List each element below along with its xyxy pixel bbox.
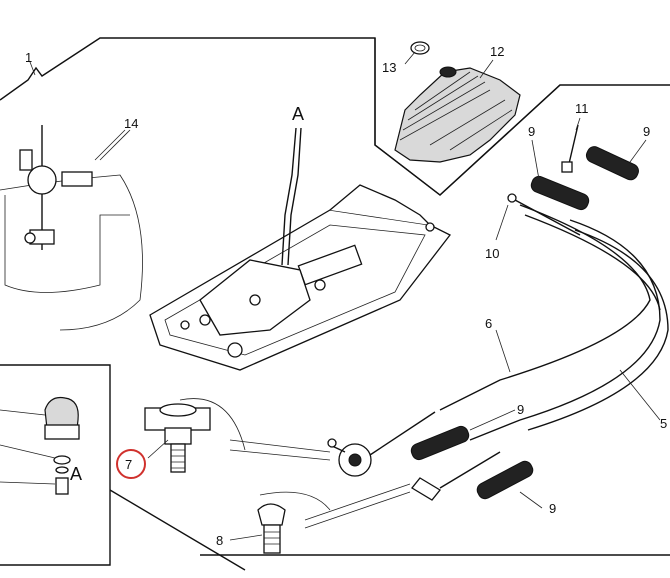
- pivot-pin-8: [229, 503, 286, 554]
- rubber-sleeve-upper-middle: [530, 175, 590, 211]
- callout-9-top-middle: 9: [528, 124, 535, 139]
- detail-7-guide-lines: [179, 398, 331, 461]
- rubber-sleeve-lower-middle: [410, 425, 470, 461]
- detail-8-guide-lines: [259, 483, 411, 529]
- cable-end-10: [507, 193, 581, 236]
- view-marker-a-top: A: [292, 104, 304, 124]
- callout-6: 6: [485, 316, 492, 331]
- inset-view-a: [0, 364, 111, 566]
- highlight-circle-7: [116, 449, 146, 479]
- callout-1: 1: [25, 50, 32, 65]
- gaiter-panel: [374, 38, 561, 196]
- callout-8: 8: [216, 533, 223, 548]
- callout-9-lower-middle: 9: [517, 402, 524, 417]
- selector-base-assembly: [149, 184, 451, 371]
- rubber-sleeve-upper-right: [585, 146, 639, 181]
- callout-13: 13: [382, 60, 396, 75]
- callout-11: 11: [575, 101, 589, 116]
- callout-9-lower-right: 9: [549, 501, 556, 516]
- view-marker-a-inset: A: [70, 464, 82, 484]
- cable-end-11: [561, 124, 579, 173]
- callout-14: 14: [124, 116, 138, 131]
- callout-7: 7: [125, 457, 132, 472]
- gear-lever-gaiter: [394, 66, 521, 163]
- callout-10: 10: [485, 246, 499, 261]
- leader-lines: [29, 51, 661, 509]
- clevis-connector: [411, 451, 501, 501]
- callout-5: 5: [660, 416, 667, 431]
- cable-5: [469, 219, 669, 441]
- callout-12: 12: [490, 44, 504, 59]
- gear-lever-rod: [281, 127, 302, 266]
- callout-9-top-right: 9: [643, 124, 650, 139]
- pivot-pin-7: [144, 403, 211, 473]
- cable-6: [439, 204, 661, 411]
- inset-detail-14: [0, 125, 143, 331]
- rubber-sleeve-lower-right: [476, 460, 534, 500]
- o-ring-seal: [410, 41, 430, 55]
- ball-joint-connector: [327, 411, 436, 477]
